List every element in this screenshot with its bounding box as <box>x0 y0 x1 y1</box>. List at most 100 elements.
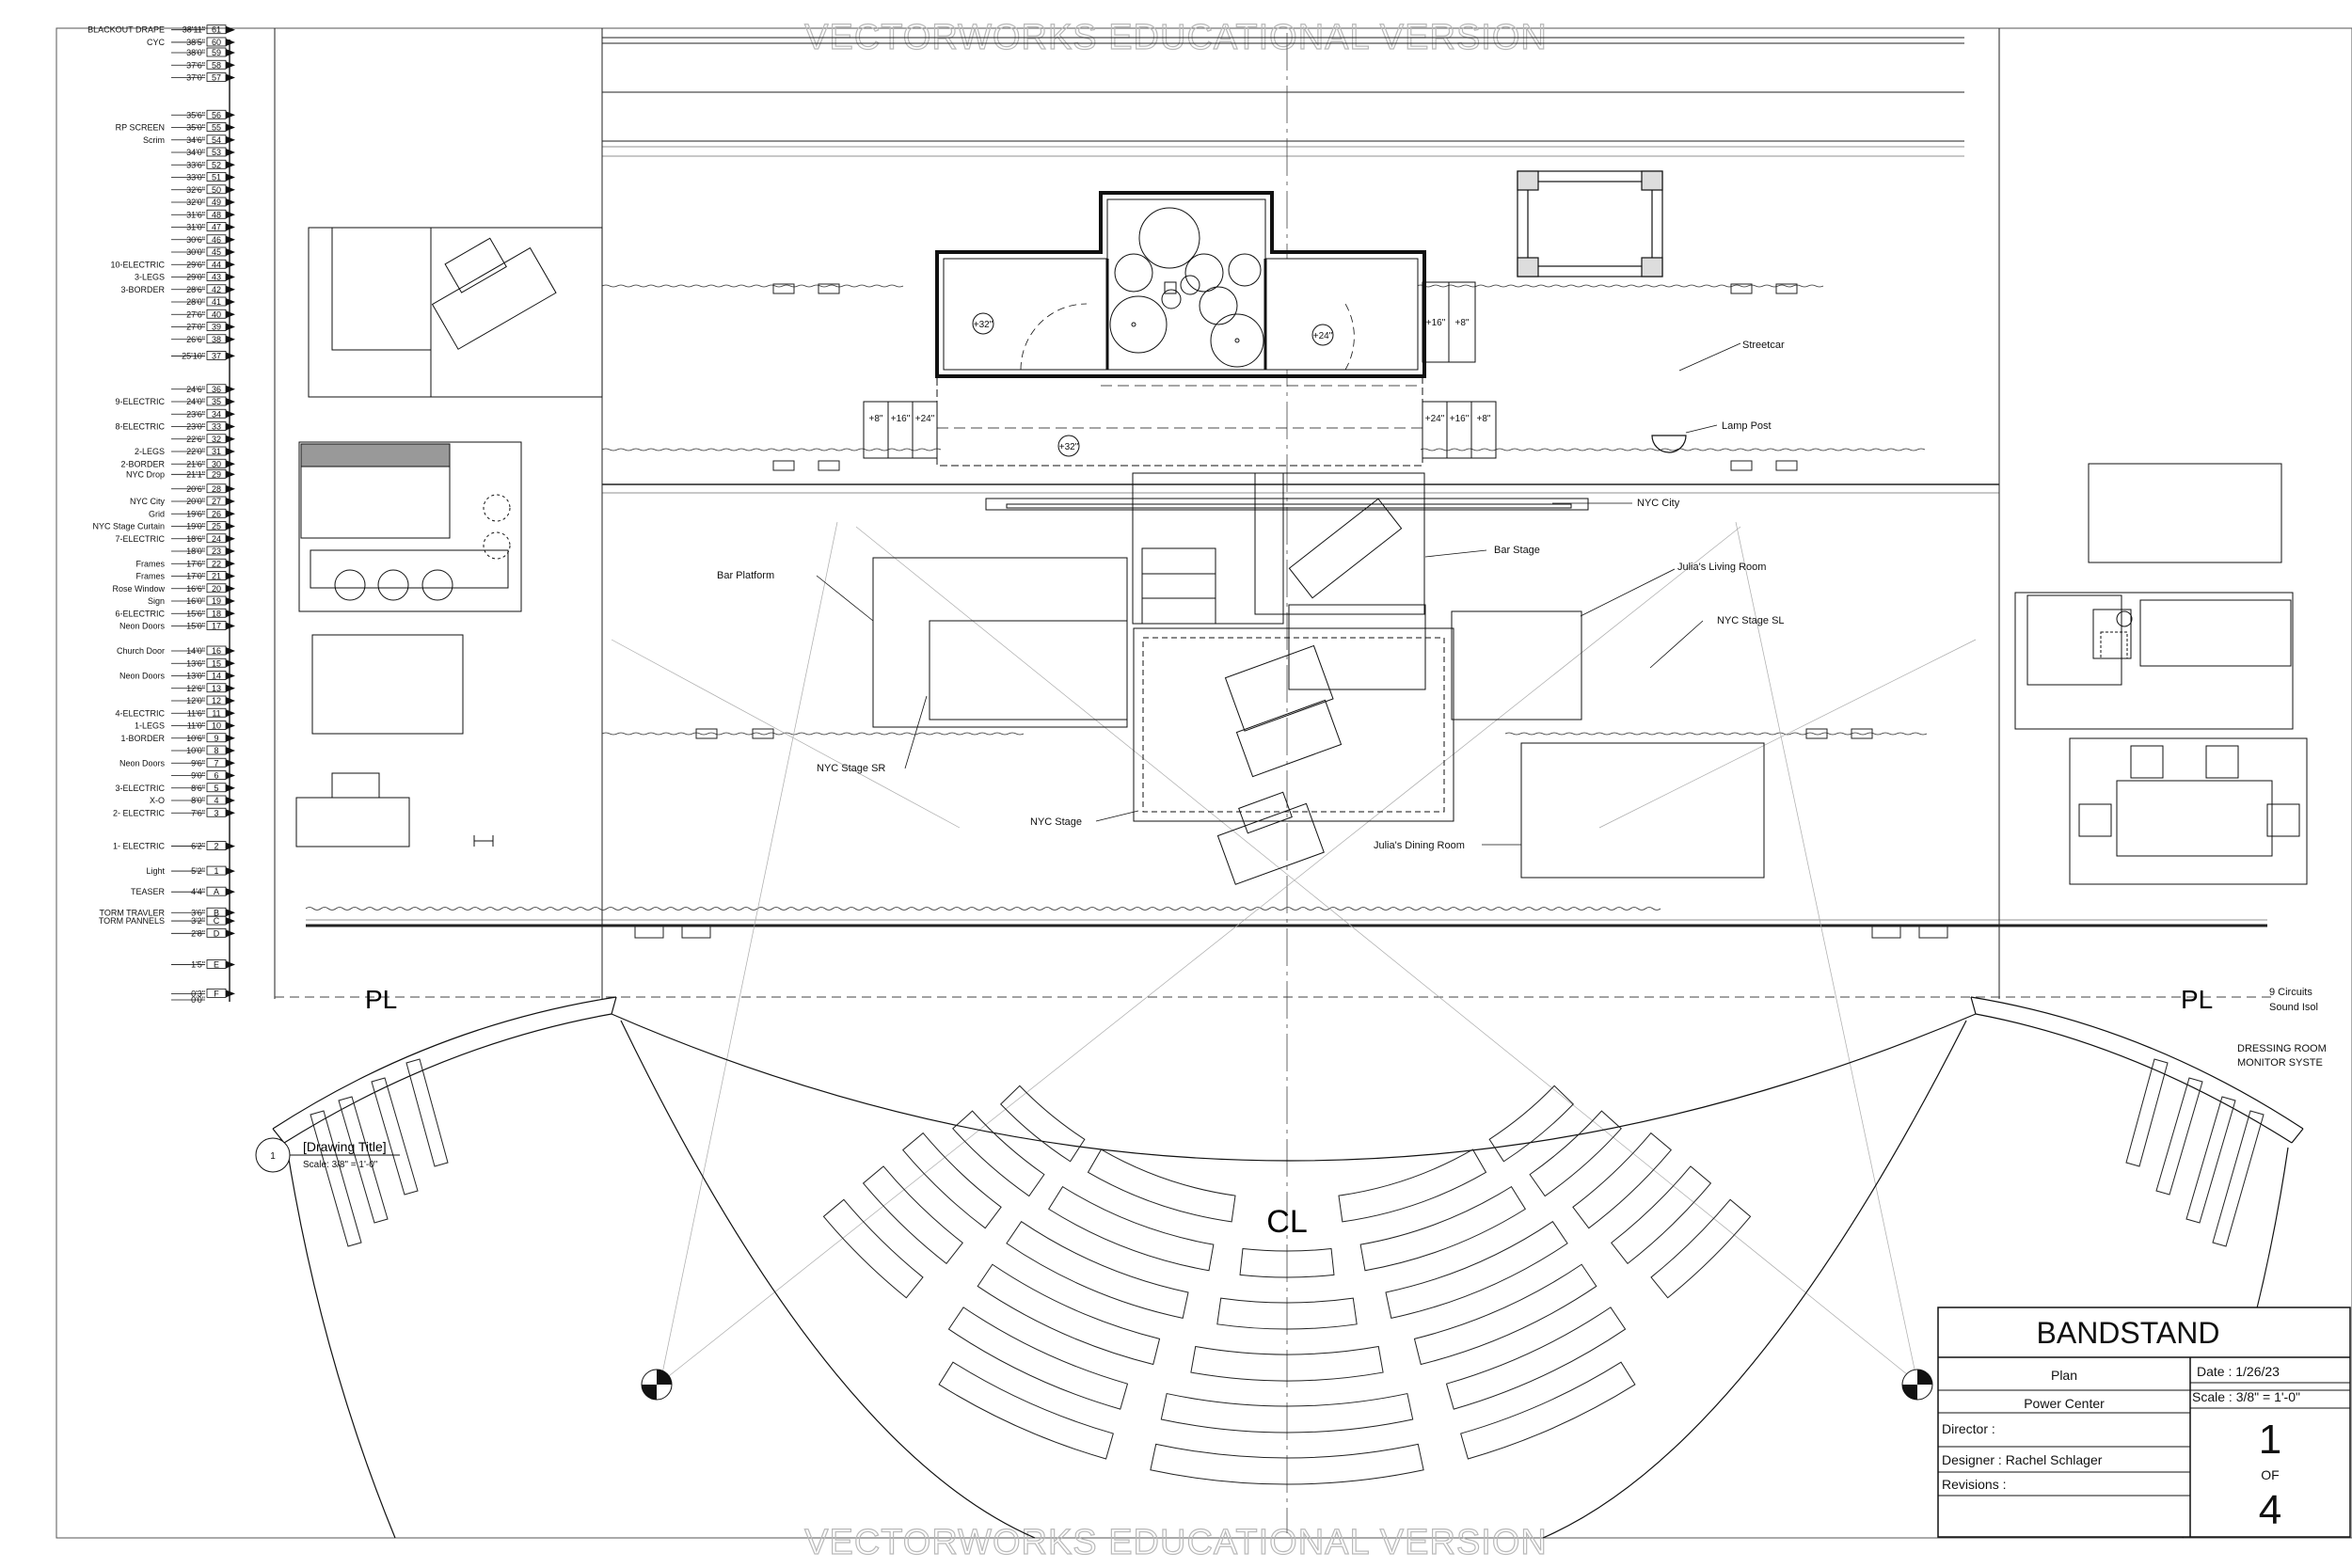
lineset-distance: 26'6" <box>186 335 205 344</box>
lineset-arrow <box>226 385 235 393</box>
height-right-room: +24" <box>1313 331 1333 341</box>
lineset-distance: 2'8" <box>191 928 205 938</box>
plaster-line-mark-right: PL <box>2181 985 2213 1014</box>
lineset-arrow <box>226 298 235 306</box>
title-block-drawing: Plan <box>2051 1368 2077 1383</box>
lineset-number: 21 <box>212 572 221 581</box>
lineset-arrow <box>226 771 235 780</box>
lineset-distance: 5'2" <box>191 866 205 876</box>
lineset-arrow <box>226 534 235 543</box>
bandstand-platform <box>863 191 1497 467</box>
seating-row-segment <box>1611 1165 1712 1265</box>
box-seat-row <box>310 1110 362 1247</box>
lineset-arrow <box>226 498 235 505</box>
lineset-name: Rose Window <box>112 584 165 594</box>
lineset-arrow <box>226 734 235 742</box>
lineset-number: 14 <box>212 672 221 681</box>
lineset-number: 27 <box>212 497 221 506</box>
lineset-distance: 30'0" <box>186 247 205 257</box>
lineset-distance: 37'0" <box>186 73 205 83</box>
lineset-distance: 29'6" <box>186 260 205 269</box>
lineset-row: 28'0"41 <box>171 296 235 307</box>
lineset-number: 47 <box>212 223 221 232</box>
lineset-number: C <box>214 916 220 926</box>
lineset-distance: 0'0" <box>191 995 205 1005</box>
lineset-number: 30 <box>212 459 221 468</box>
lineset-number: 49 <box>212 198 221 207</box>
lineset-number: 56 <box>212 110 221 119</box>
lineset-arrow <box>226 273 235 281</box>
lineset-arrow <box>226 917 235 926</box>
lineset-row: 32'0"49 <box>171 197 235 207</box>
lineset-row: 0'0" <box>171 995 205 1005</box>
lineset-arrow <box>226 990 235 998</box>
lineset-arrow <box>226 38 235 46</box>
lineset-name: 1-LEGS <box>135 721 165 731</box>
lineset-number: 16 <box>212 646 221 656</box>
lineset-name: TORM PANNELS <box>99 916 165 926</box>
lineset-arrow <box>226 123 235 132</box>
title-block-revisions: Revisions : <box>1942 1477 2006 1492</box>
lineset-name: BLACKOUT DRAPE <box>87 25 165 35</box>
lineset-number: 22 <box>212 559 221 568</box>
lineset-arrow <box>226 522 235 531</box>
title-block-date: Date : 1/26/23 <box>2197 1364 2280 1379</box>
lineset-distance: 13'6" <box>186 658 205 668</box>
lineset-number: 10 <box>212 721 221 731</box>
lineset-distance: 21'1" <box>186 469 205 479</box>
traveler-tracks <box>305 284 1928 911</box>
lineset-number: 4 <box>214 796 218 805</box>
lineset-distance: 38'0" <box>186 48 205 57</box>
step-upper-1: +16" <box>1426 318 1446 328</box>
lineset-number: 61 <box>212 25 221 35</box>
lineset-distance: 4'4" <box>191 887 205 896</box>
title-block <box>1937 1307 2351 1538</box>
lineset-distance: 0'3" <box>191 989 205 998</box>
lineset-name: CYC <box>147 38 166 47</box>
lineset-name: 3-LEGS <box>135 273 165 282</box>
height-front: +32" <box>1059 442 1079 452</box>
lineset-arrow <box>226 323 235 331</box>
step-right-3: +8" <box>1477 414 1491 424</box>
lineset-row: 20'6"28 <box>171 483 235 494</box>
lineset-distance: 10'0" <box>186 746 205 755</box>
lineset-number: 9 <box>214 734 218 743</box>
lineset-arrow <box>226 888 235 896</box>
offstage-left-storage <box>295 227 603 847</box>
lineset-arrow <box>226 198 235 206</box>
seating-row-segment <box>1413 1263 1597 1366</box>
lineset-arrow <box>226 622 235 630</box>
box-seat-row <box>2185 1096 2236 1224</box>
height-left-room: +32" <box>974 320 993 330</box>
lineset-name: X-O <box>150 796 165 805</box>
lineset-distance: 25'10" <box>182 351 205 360</box>
lamp-post <box>1651 435 1687 453</box>
offstage-right-storage <box>2014 463 2308 885</box>
lineset-number: 26 <box>212 509 221 518</box>
traveler-hardware <box>634 283 1948 939</box>
seating-row-segment <box>947 1307 1129 1410</box>
label-nyc-city: NYC City <box>1637 498 1680 509</box>
title-block-total: 4 <box>2259 1487 2281 1533</box>
lineset-row: 9'0"6 <box>171 770 235 781</box>
lineset-arrow <box>226 867 235 876</box>
lineset-number: 41 <box>212 297 221 307</box>
lineset-arrow <box>226 909 235 917</box>
sightlines <box>611 521 1977 1384</box>
lineset-number: 44 <box>212 260 221 269</box>
lineset-name: 9-ELECTRIC <box>115 397 165 406</box>
lineset-name: 3-BORDER <box>120 285 165 294</box>
drawing-marker-number: 1 <box>270 1151 276 1162</box>
seating-row-segment <box>1650 1198 1752 1299</box>
lineset-row: 26'6"38 <box>171 334 235 344</box>
seating-row-segment <box>1529 1110 1622 1197</box>
lineset-row: 12'0"12 <box>171 695 235 705</box>
